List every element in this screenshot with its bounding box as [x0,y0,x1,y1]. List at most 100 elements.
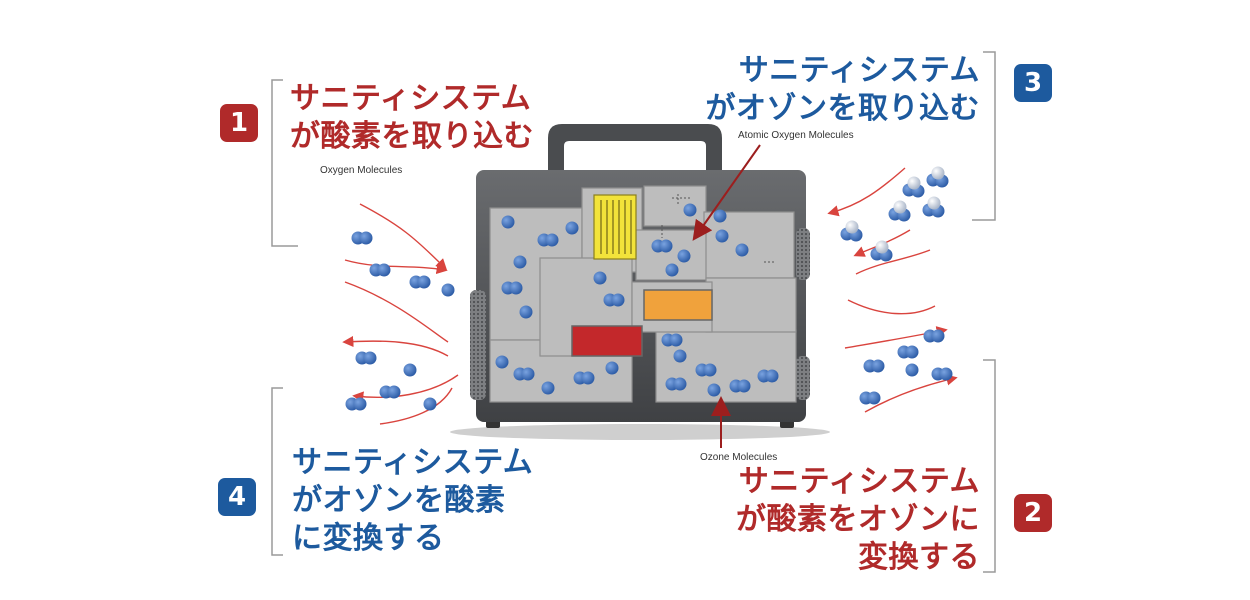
outer-molecule [840,220,863,242]
callout-brackets [271,51,996,573]
inner-molecule [513,255,527,269]
outer-molecule [355,351,377,365]
outer-molecule [897,345,919,359]
flow-arrow-out-4a [342,335,449,357]
inner-molecules [495,203,779,397]
inner-molecule [735,243,749,257]
step-3-line-2: がオゾンを取り込む [705,91,980,126]
inner-molecule [683,203,697,217]
label-atomic-oxygen-molecules: Atomic Oxygen Molecules [738,130,854,141]
outer-molecule [863,359,885,373]
step-4-line-2: がオゾンを酸素 [292,483,506,518]
inner-molecule [677,249,691,263]
inner-molecule [501,215,515,229]
step-4-line-3: に変換する [292,521,445,556]
outer-molecule [369,263,391,277]
flow-arrow-out-4b [379,387,453,425]
device-shadow [450,424,830,440]
outer-molecule [923,329,945,343]
inner-molecule [565,221,579,235]
outer-molecule [870,240,893,262]
bracket-step-3 [972,51,996,221]
inner-molecule [501,281,523,295]
outer-molecule [931,367,953,381]
step-4-line-1: サニティシステム [292,445,534,480]
inner-molecule [707,383,721,397]
inner-molecule [513,367,535,381]
inner-molecule [665,377,687,391]
outer-molecule [859,391,881,405]
bracket-step-4 [271,387,283,556]
step-2-badge: 2 [1014,494,1052,532]
step-3-badge: 3 [1014,64,1052,102]
step-3-text: サニティシステム がオゾンを取り込む [706,52,981,128]
step-2-text: サニティシステム が酸素をオゾンに 変換する [736,463,980,577]
pointer-atomic-oxygen [692,144,761,241]
outer-molecule [902,176,925,198]
flow-arrow-in-2 [344,259,448,275]
outer-molecule [423,397,437,411]
step-1-badge: 1 [220,104,258,142]
bracket-step-2 [983,359,996,573]
flow-arrow-in-1 [359,203,447,270]
inner-molecule [573,371,595,385]
inner-molecule [593,271,607,285]
grille-right-top [796,228,810,280]
inner-molecule [541,381,555,395]
outer-molecule [922,196,945,218]
chamber-top-right [643,185,707,227]
inner-molecule [713,209,727,223]
step-4-text: サニティシステム がオゾンを酸素 に変換する [292,444,533,558]
flow-arrow-out-2b [847,299,936,315]
inner-molecule [661,333,683,347]
outer-molecule [345,397,367,411]
flow-arrow-in-3c [855,249,931,275]
inner-molecule [495,355,509,369]
flow-arrows [342,167,958,425]
inner-molecule [757,369,779,383]
label-oxygen-molecules: Oxygen Molecules [320,165,403,176]
inner-molecule [605,361,619,375]
step-1-line-2: が酸素を取り込む [290,119,534,154]
orange-component [643,289,713,321]
inner-molecule [695,363,717,377]
inner-molecule [729,379,751,393]
inner-molecule [519,305,533,319]
step-2-line-3: 変換する [858,540,980,575]
outer-molecule [926,166,949,188]
inner-molecule [715,229,729,243]
outer-molecule [403,363,417,377]
inner-molecule [665,263,679,277]
inner-molecule [673,349,687,363]
device-handle [548,124,722,172]
step-1-line-1: サニティシステム [290,81,532,116]
grille-left [470,290,486,400]
outer-molecule [409,275,431,289]
ozone-generator-device [450,124,830,440]
outer-molecule [441,283,455,297]
step-2-line-2: が酸素をオゾンに [736,502,980,537]
step-1-text: サニティシステム が酸素を取り込む [290,80,534,156]
flow-arrow-out-4c [352,374,459,403]
outer-molecule [379,385,401,399]
step-4-badge: 4 [218,478,256,516]
outer-molecule [351,231,373,245]
bracket-step-1 [271,79,298,247]
yellow-component [593,194,637,260]
internal-markers [661,194,776,263]
step-2-line-1: サニティシステム [738,464,980,499]
step-3-line-1: サニティシステム [738,53,980,88]
inner-molecule [651,239,673,253]
flow-arrow-in-3 [344,281,449,343]
inner-molecule [537,233,559,247]
chamber-right-middle [705,277,797,333]
label-ozone-molecules: Ozone Molecules [700,452,778,463]
red-component [571,325,643,357]
grille-right-bottom [796,356,810,400]
outer-molecule [888,200,911,222]
outer-molecules [345,166,953,411]
flow-arrow-in-3a [827,167,906,217]
pointer-arrows [692,144,761,448]
